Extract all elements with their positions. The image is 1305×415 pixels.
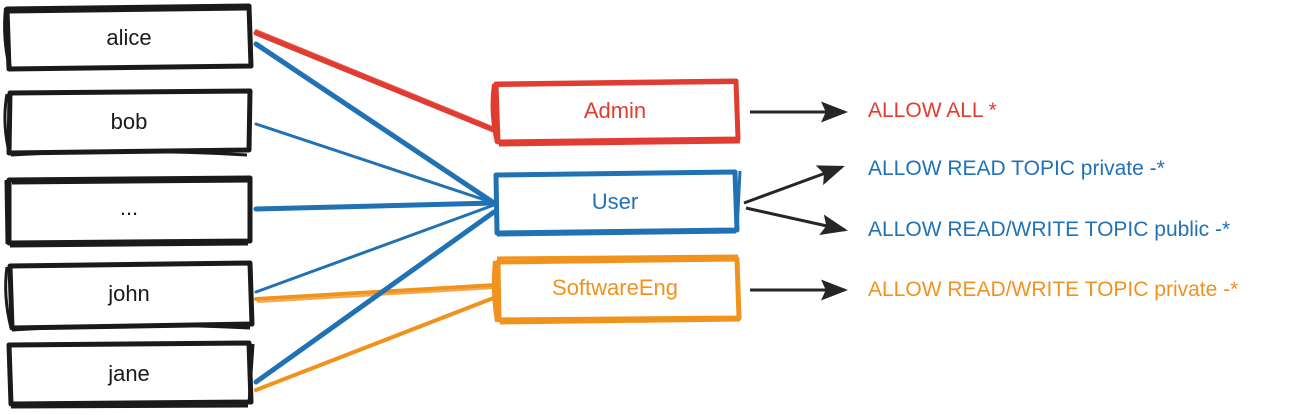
user-node-jane[interactable] — [6, 340, 255, 409]
role-node-admin[interactable] — [490, 78, 741, 147]
user-node-bob[interactable] — [3, 88, 253, 157]
edge-bob-user — [254, 122, 496, 205]
edge-alice-admin — [253, 29, 499, 134]
user-node-ellipsis[interactable] — [4, 175, 253, 248]
role-node-user[interactable] — [493, 169, 742, 237]
edge-jane-softwareeng — [254, 295, 498, 392]
permission-readwrite-topic-public: ALLOW READ/WRITE TOPIC public -* — [868, 218, 1231, 241]
user-node-john[interactable] — [4, 260, 255, 332]
edge-john-user — [254, 203, 496, 294]
edge-ellipsis-user — [253, 200, 497, 212]
permission-read-topic-private: ALLOW READ TOPIC private -* — [868, 157, 1165, 180]
permission-readwrite-topic-private: ALLOW READ/WRITE TOPIC private -* — [868, 278, 1239, 301]
arrow-user-to-readwrite-public — [745, 206, 848, 236]
user-node-alice[interactable] — [3, 3, 254, 72]
role-node-softwareeng[interactable] — [491, 254, 742, 325]
permission-allow-all: ALLOW ALL * — [868, 99, 997, 122]
arrow-user-to-read-private — [743, 165, 845, 205]
edge-jane-user — [253, 209, 497, 385]
edge-alice-user — [253, 41, 497, 206]
